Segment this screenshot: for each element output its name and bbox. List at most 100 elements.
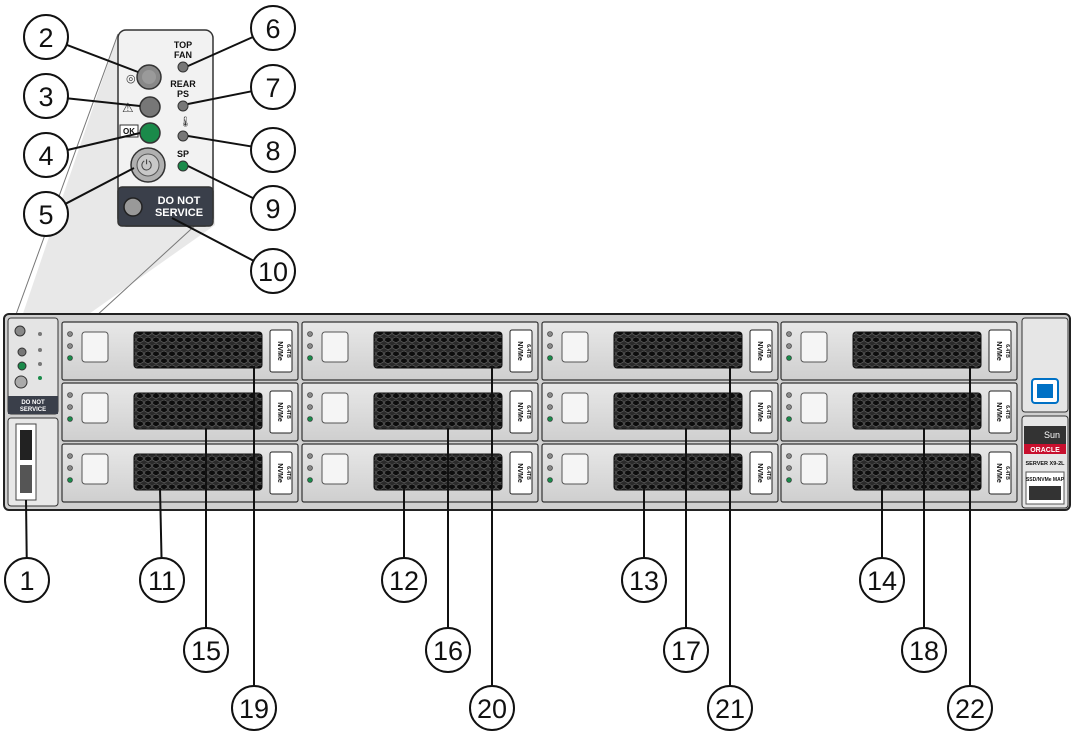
- ssd-map-label: SSD/NVMe MAP: [1026, 477, 1065, 483]
- callout-18: 18: [901, 627, 947, 673]
- callout-number: 11: [148, 566, 176, 596]
- sun-brand: Sun: [1044, 430, 1060, 440]
- callout-number: 4: [38, 141, 53, 171]
- svg-text:PS: PS: [177, 89, 189, 99]
- nvme-label: NVMe: [516, 341, 523, 361]
- nvme-label: NVMe: [276, 402, 283, 422]
- callout-20: 20: [469, 685, 515, 731]
- callout-number: 13: [629, 566, 659, 596]
- warning-icon: ⚠: [122, 101, 134, 116]
- leader-line-5: [65, 167, 135, 205]
- callout-number: 3: [38, 82, 53, 112]
- callout-number: 16: [433, 636, 463, 666]
- callout-17: 17: [663, 627, 709, 673]
- ok-led: [139, 122, 161, 144]
- server-model: SERVER X9-2L: [1025, 461, 1065, 467]
- callout-number: 5: [38, 200, 53, 230]
- callout-5: 5: [23, 191, 69, 237]
- callout-number: 1: [19, 566, 34, 596]
- temp-led: [177, 130, 189, 142]
- leader-line-2: [66, 43, 139, 73]
- capacity-label: 6.4TB: [1004, 466, 1010, 480]
- locator-icon: ◎: [126, 72, 136, 85]
- nvme-label: NVMe: [276, 341, 283, 361]
- leader-line-11: [159, 487, 163, 559]
- callout-12: 12: [381, 557, 427, 603]
- svg-text:DO NOT: DO NOT: [21, 400, 45, 406]
- capacity-label: 6.4TB: [1004, 344, 1010, 358]
- callout-2: 2: [23, 14, 69, 60]
- svg-text:SERVICE: SERVICE: [20, 407, 46, 413]
- leader-line-4: [67, 132, 141, 151]
- ok-label: OK: [123, 127, 135, 136]
- intel-logo: [1037, 384, 1053, 398]
- callout-number: 22: [955, 694, 985, 724]
- nvme-label: NVMe: [995, 463, 1002, 483]
- nvme-label: NVMe: [516, 402, 523, 422]
- top-fan-led: [177, 61, 189, 73]
- capacity-label: 6.4TB: [525, 344, 531, 358]
- callout-16: 16: [425, 627, 471, 673]
- callout-number: 17: [671, 636, 701, 666]
- callout-number: 12: [389, 566, 419, 596]
- callout-19: 19: [231, 685, 277, 731]
- callout-3: 3: [23, 73, 69, 119]
- callout-11: 11: [139, 557, 185, 603]
- callout-14: 14: [859, 557, 905, 603]
- callout-number: 20: [477, 694, 507, 724]
- leader-lines: [25, 36, 971, 686]
- callout-number: 21: [715, 694, 745, 724]
- svg-text:FAN: FAN: [174, 50, 192, 60]
- callout-10: 10: [250, 248, 296, 294]
- capacity-label: 6.4TB: [285, 466, 291, 480]
- do-not-service-text: DO NOT: [158, 195, 201, 207]
- rear-ps-label: REAR: [170, 79, 196, 89]
- callout-number: 15: [191, 636, 221, 666]
- callout-15: 15: [183, 627, 229, 673]
- callout-number: 8: [265, 136, 280, 166]
- nvme-label: NVMe: [756, 463, 763, 483]
- nvme-label: NVMe: [995, 402, 1002, 422]
- control-panel-zoom: ◎ ⚠ OK ⏻ DO NOT SERVICE TOP FAN REAR PS …: [117, 29, 214, 227]
- callout-number: 18: [909, 636, 939, 666]
- nvme-label: NVMe: [516, 463, 523, 483]
- callout-6: 6: [250, 5, 296, 51]
- capacity-label: 6.4TB: [285, 405, 291, 419]
- thermometer-icon: 🌡: [179, 116, 192, 128]
- capacity-label: 6.4TB: [1004, 405, 1010, 419]
- svg-text:SERVICE: SERVICE: [155, 207, 203, 219]
- callout-4: 4: [23, 132, 69, 178]
- callout-22: 22: [947, 685, 993, 731]
- rear-ps-led: [177, 100, 189, 112]
- nvme-label: NVMe: [276, 463, 283, 483]
- callout-number: 14: [867, 566, 897, 596]
- callout-21: 21: [707, 685, 753, 731]
- oracle-label: ORACLE: [1030, 447, 1060, 454]
- callout-9: 9: [250, 185, 296, 231]
- callout-1: 1: [4, 557, 50, 603]
- leader-line-6: [187, 36, 254, 67]
- callout-13: 13: [621, 557, 667, 603]
- sp-label: SP: [177, 149, 189, 159]
- callout-8: 8: [250, 127, 296, 173]
- right-ear: Sun ORACLE SERVER X9-2L SSD/NVMe MAP: [1021, 317, 1069, 509]
- capacity-label: 6.4TB: [285, 344, 291, 358]
- callout-number: 19: [239, 694, 269, 724]
- callout-number: 10: [258, 257, 288, 287]
- callout-number: 6: [265, 14, 280, 44]
- capacity-label: 6.4TB: [525, 466, 531, 480]
- nvme-label: NVMe: [995, 341, 1002, 361]
- fault-led: [139, 96, 161, 118]
